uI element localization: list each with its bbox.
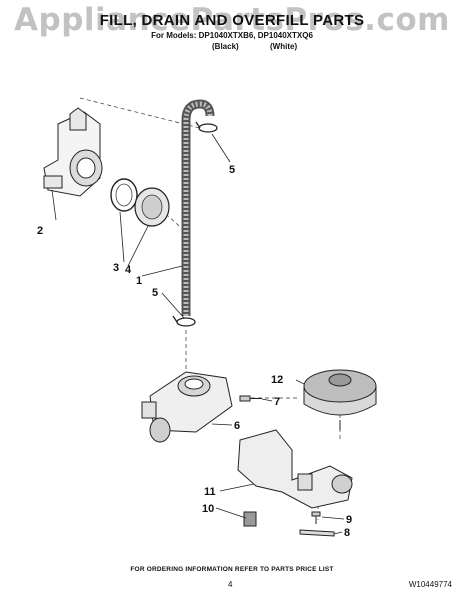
callout-5-bottom: 5 [152,287,158,299]
callout-9: 9 [346,514,352,526]
callout-11: 11 [204,486,216,498]
screw [239,395,262,402]
model-numbers: For Models: DP1040XTXB6, DP1040XTXQ6 [151,31,313,40]
callout-5-top: 5 [229,164,235,176]
overfill-float [303,369,377,430]
pump-motor-assembly [141,371,233,443]
document-number: W10449774 [408,580,452,589]
watermark: AppliancePartsPros.com [14,2,450,38]
float-lever [299,529,335,537]
overfill-switch [243,511,257,527]
assembly-guides [79,97,341,520]
mounting-screw [311,511,321,524]
hose-clamp-top [195,121,218,133]
variant-black: (Black) [212,42,239,51]
callout-12: 12 [271,374,283,386]
callout-7: 7 [274,396,280,408]
fill-funnel-housing [43,107,103,197]
callout-10: 10 [202,503,214,515]
hose-clamp-bottom [172,315,196,327]
variant-white: (White) [270,42,298,51]
callout-6: 6 [234,420,240,432]
fill-cap [134,187,170,227]
callout-3: 3 [113,262,119,274]
page-title: FILL, DRAIN AND OVERFILL PARTS [99,12,365,29]
callout-1: 1 [136,275,142,287]
drain-hose [181,99,215,316]
page-number: 4 [228,580,233,589]
callout-2: 2 [37,225,43,237]
overfill-switch-bracket [237,429,353,509]
callout-8: 8 [344,527,350,539]
leader-lines [51,133,345,535]
callout-4: 4 [125,264,132,276]
ordering-note: FOR ORDERING INFORMATION REFER TO PARTS … [130,566,334,573]
seal-ring [110,178,138,212]
